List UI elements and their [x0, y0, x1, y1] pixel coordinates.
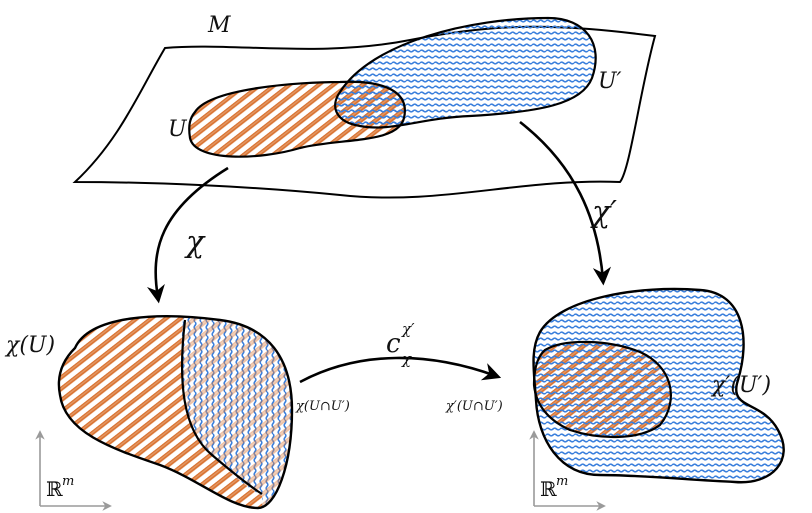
label-chi-prime-u-prime: χ′(U′)	[710, 373, 771, 398]
label-transition-map: c χ′ χ	[386, 320, 415, 368]
label-u: U	[168, 117, 188, 142]
chart-chi-arrow	[146, 166, 229, 304]
transition-superscript: χ′	[401, 320, 415, 338]
chi-u-region	[57, 315, 294, 510]
chart-chi-prime-arrow	[519, 120, 612, 286]
label-chi-intersection: χ(U∩U′)	[295, 399, 350, 414]
space-left-symbol: ℝ	[46, 477, 63, 501]
label-manifold: M	[207, 13, 231, 38]
space-right-exponent: m	[556, 474, 568, 489]
label-space-left: ℝ m	[46, 474, 74, 501]
label-u-prime: U′	[598, 69, 622, 94]
space-left-exponent: m	[62, 474, 74, 489]
label-space-right: ℝ m	[540, 474, 568, 501]
space-right-symbol: ℝ	[540, 477, 557, 501]
transition-base: c	[386, 329, 401, 359]
transition-arrow	[299, 356, 502, 384]
transition-subscript: χ	[401, 350, 412, 368]
label-chi-prime: χ′	[590, 195, 617, 230]
label-chi-u: χ(U)	[4, 333, 55, 358]
label-chi-prime-intersection: χ′(U∩U′)	[445, 399, 503, 414]
axes-right	[529, 430, 606, 511]
label-chi: χ	[184, 225, 206, 260]
axes-left	[35, 430, 112, 511]
